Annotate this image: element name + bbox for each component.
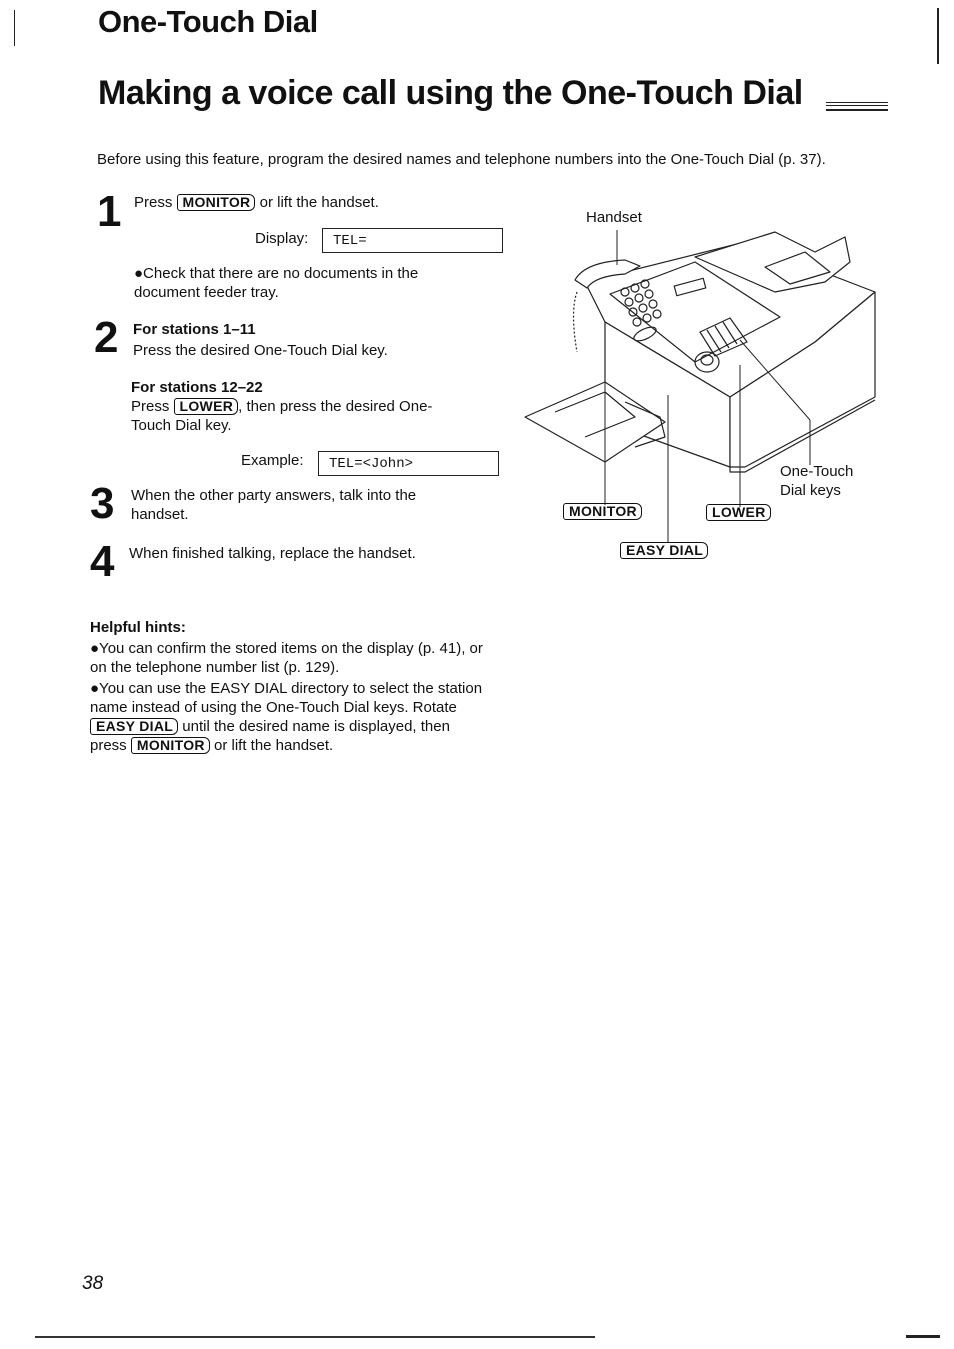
- easy-dial-callout-key: EASY DIAL: [620, 542, 709, 559]
- section-title: One-Touch Dial: [98, 4, 318, 39]
- step3-text: When the other party answers, talk into …: [131, 487, 417, 523]
- bottom-corner-mark: [906, 1335, 940, 1338]
- step2-press: Press: [131, 398, 170, 415]
- monitor-key-label: MONITOR: [176, 194, 256, 211]
- intro-text: Before using this feature, program the d…: [97, 151, 826, 168]
- step1-text: Press MONITOR or lift the handset.: [134, 193, 379, 212]
- step2-text-1: Press the desired One-Touch Dial key.: [133, 342, 388, 359]
- step-number-2: 2: [94, 313, 119, 362]
- display-label: Display:: [255, 230, 309, 247]
- lower-key-label: LOWER: [173, 398, 239, 415]
- example-label: Example:: [241, 452, 304, 469]
- step1-note: ●Check that there are no documents in th…: [134, 265, 419, 301]
- hint2-text-c: or lift the handset.: [213, 737, 334, 754]
- step4-text: When finished talking, replace the hands…: [129, 545, 416, 562]
- monitor-callout: MONITOR: [563, 502, 642, 521]
- margin-bar-left: [14, 10, 15, 46]
- step-number-1: 1: [97, 187, 122, 236]
- page-number: 38: [82, 1273, 104, 1294]
- step-number-4: 4: [90, 537, 115, 586]
- title-rule: [826, 102, 888, 111]
- step1-post: or lift the handset.: [259, 194, 379, 211]
- lower-callout-key: LOWER: [706, 504, 771, 521]
- hint2-text-a: ●You can use the EASY DIAL directory to …: [90, 680, 483, 716]
- callout-lines: [604, 230, 811, 543]
- hint-1: ●You can confirm the stored items on the…: [90, 640, 483, 676]
- example-lcd: TEL=<John>: [318, 451, 499, 476]
- one-touch-keys-label: One-Touch Dial keys: [780, 463, 854, 499]
- hint-2: ●You can use the EASY DIAL directory to …: [90, 679, 485, 755]
- hints-heading: Helpful hints:: [90, 619, 186, 636]
- handset-label: Handset: [586, 209, 642, 226]
- display-lcd: TEL=: [322, 228, 503, 253]
- fax-machine-illustration: [524, 231, 876, 473]
- step2-text-2: Press LOWER, then press the desired One-…: [131, 397, 451, 435]
- step2-heading-2: For stations 12–22: [131, 379, 263, 396]
- step-number-3: 3: [90, 479, 115, 528]
- hint2-easy-dial-key: EASY DIAL: [90, 718, 179, 735]
- easy-dial-callout: EASY DIAL: [620, 541, 709, 560]
- hint2-monitor-key: MONITOR: [130, 737, 210, 754]
- step2-post: , then press the desired One-Touch Dial …: [131, 398, 433, 434]
- step2-heading-1: For stations 1–11: [133, 321, 256, 338]
- monitor-callout-key: MONITOR: [563, 503, 642, 520]
- margin-bar-right: [937, 8, 939, 64]
- page-title: Making a voice call using the One-Touch …: [98, 74, 803, 112]
- hint2-text-b: until the desired name is displayed, the…: [90, 718, 450, 754]
- step1-press: Press: [134, 194, 173, 211]
- bottom-rule: [35, 1336, 595, 1338]
- lower-callout: LOWER: [706, 503, 771, 522]
